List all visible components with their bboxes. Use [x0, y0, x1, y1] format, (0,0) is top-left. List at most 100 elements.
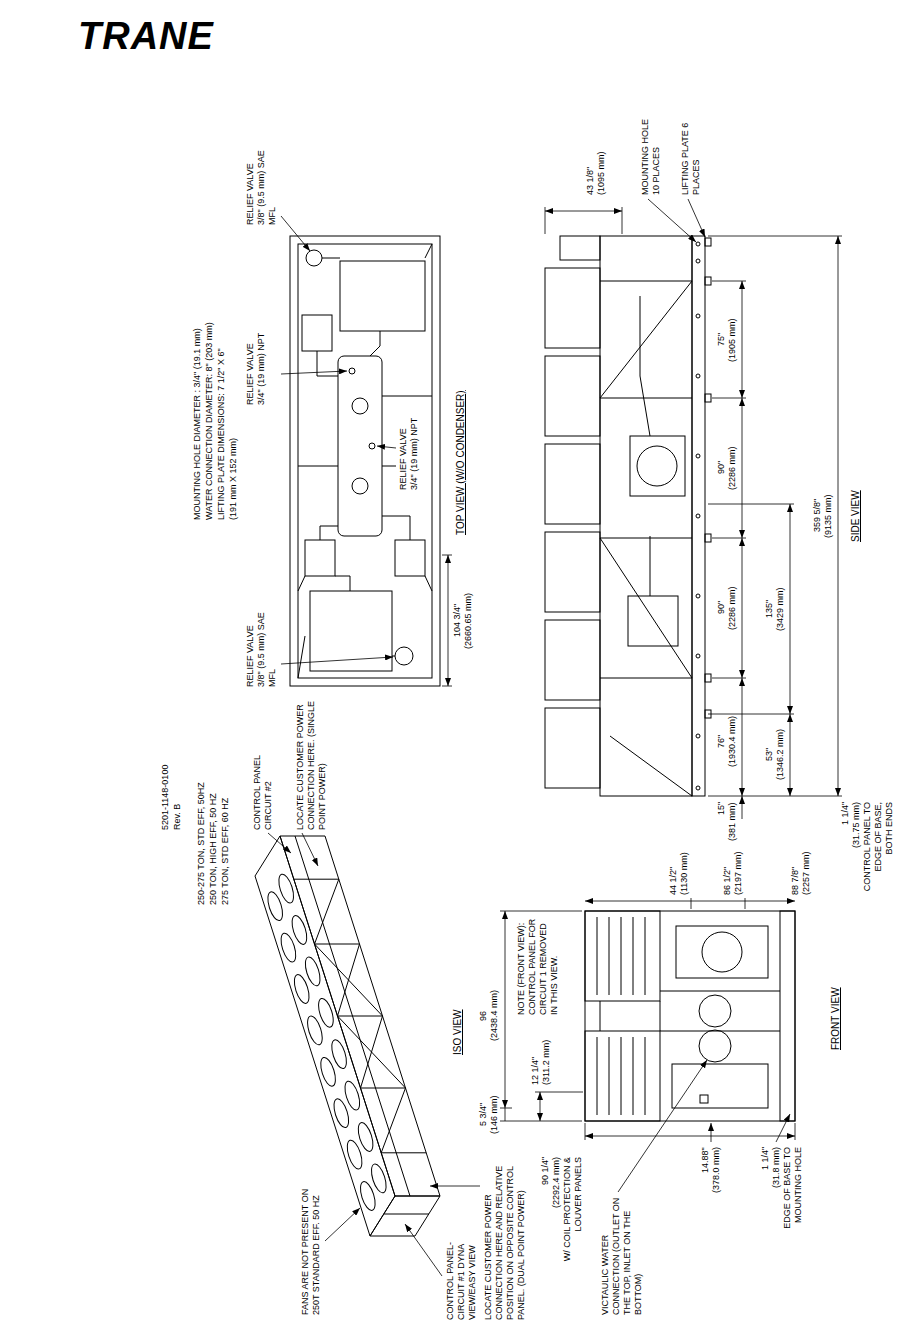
dimension-label: (1930.4 mm) [727, 715, 738, 768]
callout-note: EDGE OF BASE TO MOUNTING HOLE [782, 1146, 804, 1248]
top-view [335, 576, 350, 591]
iso-view [295, 836, 410, 1196]
dimension-label: 90" [716, 600, 727, 615]
iso-view [381, 1152, 426, 1153]
callout-note: MOUNTING HOLE 10 PLACES [640, 114, 662, 196]
top-view [298, 576, 305, 591]
front-view [645, 917, 646, 995]
dimension-label: W/ COIL PROTECTION & LOUVER PANELS [562, 1156, 584, 1276]
side-view [650, 536, 651, 596]
front-view [702, 932, 742, 972]
front-view [597, 917, 598, 995]
iso-view [338, 1016, 406, 1088]
dimension-label: 1 1/4" [840, 801, 851, 826]
dimension-line [442, 686, 452, 687]
callout-note: LOCATE CUSTOMER POWER CONNECTION HERE. (… [295, 695, 328, 831]
leader-line [281, 657, 393, 664]
side-view [696, 654, 700, 658]
iso-view [289, 914, 310, 946]
top-view [305, 540, 335, 576]
front-view [672, 1064, 768, 1108]
side-view [600, 281, 692, 282]
iso-view [316, 997, 337, 1029]
dimension-line [540, 1092, 541, 1121]
side-view [696, 454, 700, 458]
dimension-line [838, 236, 839, 796]
dimension-label: 12 1/4" [530, 1056, 541, 1086]
dimension-label: 135" [764, 599, 775, 619]
general-note: LIFTING PLATE DIMENSIONS: 7 1/2" X 6" [216, 347, 227, 521]
callout-note: NOTE (FRONT VIEW): CONTROL PANEL FOR CIR… [516, 914, 560, 1016]
dimension-label: (1130 mm) [679, 851, 690, 896]
dimension-line [505, 911, 506, 1108]
front-view [633, 1037, 634, 1115]
dimension-label: (381 mm) [727, 801, 738, 842]
front-view [660, 991, 780, 992]
top-view [320, 526, 338, 540]
side-view [637, 446, 677, 486]
general-note: (191 mm X 152 mm) [228, 437, 239, 521]
drawing-number: Rev. B [172, 803, 183, 831]
front-view [609, 917, 610, 995]
dimension-label: (3429 mm) [775, 586, 786, 632]
dimension-label: 43 1/8" [585, 166, 596, 196]
top-view [340, 261, 425, 331]
model-list: 275 TON, STD EFF, 60 HZ [220, 797, 231, 906]
top-view [392, 656, 395, 657]
side-view [705, 674, 711, 682]
view-title: FRONT VIEW [830, 986, 842, 1051]
dimension-line [708, 714, 794, 715]
iso-view [315, 944, 383, 1016]
dimension-line [442, 207, 842, 1140]
dimension-line [790, 504, 791, 714]
leader-line [281, 371, 347, 374]
dimension-label: 88 7/8" [790, 866, 801, 896]
dimension-line [745, 898, 746, 909]
general-note: WATER CONNECTION DIAMETER: 8" (203 mm) [204, 321, 215, 521]
front-view [600, 1001, 601, 1031]
dimension-line [712, 538, 746, 539]
side-view [560, 236, 600, 260]
dimension-label: (2438.4 mm) [489, 989, 500, 1042]
dimension-line [742, 796, 743, 819]
front-view [621, 917, 622, 995]
side-view [705, 238, 711, 246]
dimension-label: 96 [478, 1010, 489, 1022]
top-view [382, 516, 410, 540]
front-view [699, 995, 731, 1027]
side-view [696, 734, 700, 738]
front-view [621, 1037, 622, 1115]
logo-text: TRANE [78, 14, 214, 58]
dimension-label: 5 3/4" [478, 1102, 489, 1127]
side-view [696, 374, 700, 378]
dimension-line [742, 398, 743, 538]
leader-line [648, 199, 696, 242]
side-view [545, 236, 711, 796]
dimension-label: 104 3/4" [452, 603, 463, 638]
drawing-number: 5201-1148-0100 [160, 764, 171, 831]
dimension-label: (2197 mm) [733, 850, 744, 896]
dimension-label: (2286 mm) [727, 585, 738, 631]
top-view [338, 356, 382, 536]
side-view [696, 514, 700, 518]
front-view [645, 1037, 646, 1115]
front-view [585, 911, 795, 1121]
dimension-label: (1346.2 mm) [775, 728, 786, 781]
side-view [545, 532, 600, 612]
callout-note: FANS ARE NOT PRESENT ON 250T STANDARD EF… [300, 1174, 322, 1316]
callout-note: RELIEF VALVE 3/4" (19 mm) NPT [398, 411, 420, 491]
side-view [640, 376, 650, 436]
dimension-line [742, 538, 743, 678]
top-view [395, 540, 425, 576]
front-view [700, 1095, 708, 1103]
side-view [692, 236, 705, 796]
callout-note: RELIEF VALVE 3/8" (9.5 mm) SAE MFL [245, 608, 278, 688]
leader-line [405, 1224, 442, 1276]
iso-view [381, 1088, 405, 1153]
leader-line [430, 1186, 480, 1187]
iso-view [370, 1196, 440, 1236]
top-view [349, 368, 355, 374]
side-view [545, 356, 600, 436]
side-view [600, 398, 692, 399]
